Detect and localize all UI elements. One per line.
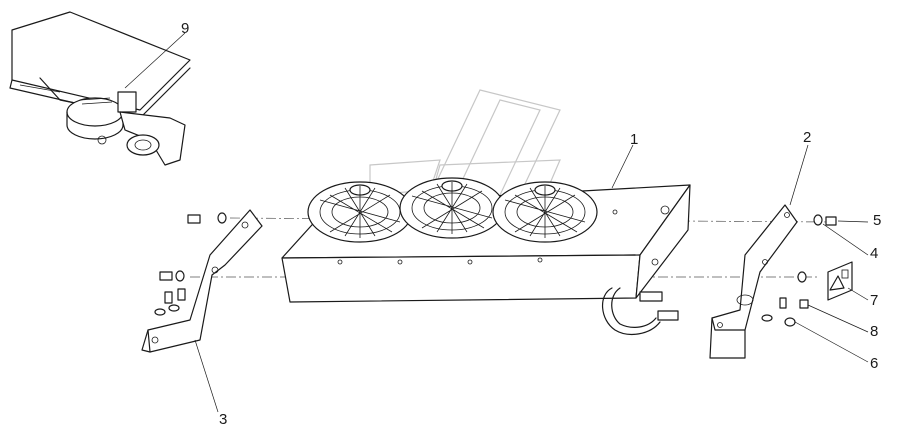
callout-1: 1	[630, 131, 638, 148]
leader-lines	[124, 32, 869, 413]
callout-8: 8	[870, 323, 878, 340]
callout-9: 9	[181, 20, 189, 37]
warning-decal	[827, 261, 853, 301]
fan-right	[492, 181, 598, 243]
left-fasteners	[154, 212, 227, 316]
callout-3: 3	[219, 411, 227, 428]
callout-5: 5	[873, 212, 881, 229]
hose-fittings	[602, 287, 679, 336]
right-fasteners	[761, 214, 837, 327]
bracket-right	[709, 204, 798, 359]
callout-2: 2	[803, 129, 811, 146]
fan-left	[307, 181, 413, 243]
bracket-left	[141, 209, 263, 353]
callout-7: 7	[870, 292, 878, 309]
inset-detail-mount	[9, 11, 191, 166]
fan-middle	[399, 177, 505, 239]
callout-6: 6	[870, 355, 878, 372]
callout-4: 4	[870, 245, 878, 262]
